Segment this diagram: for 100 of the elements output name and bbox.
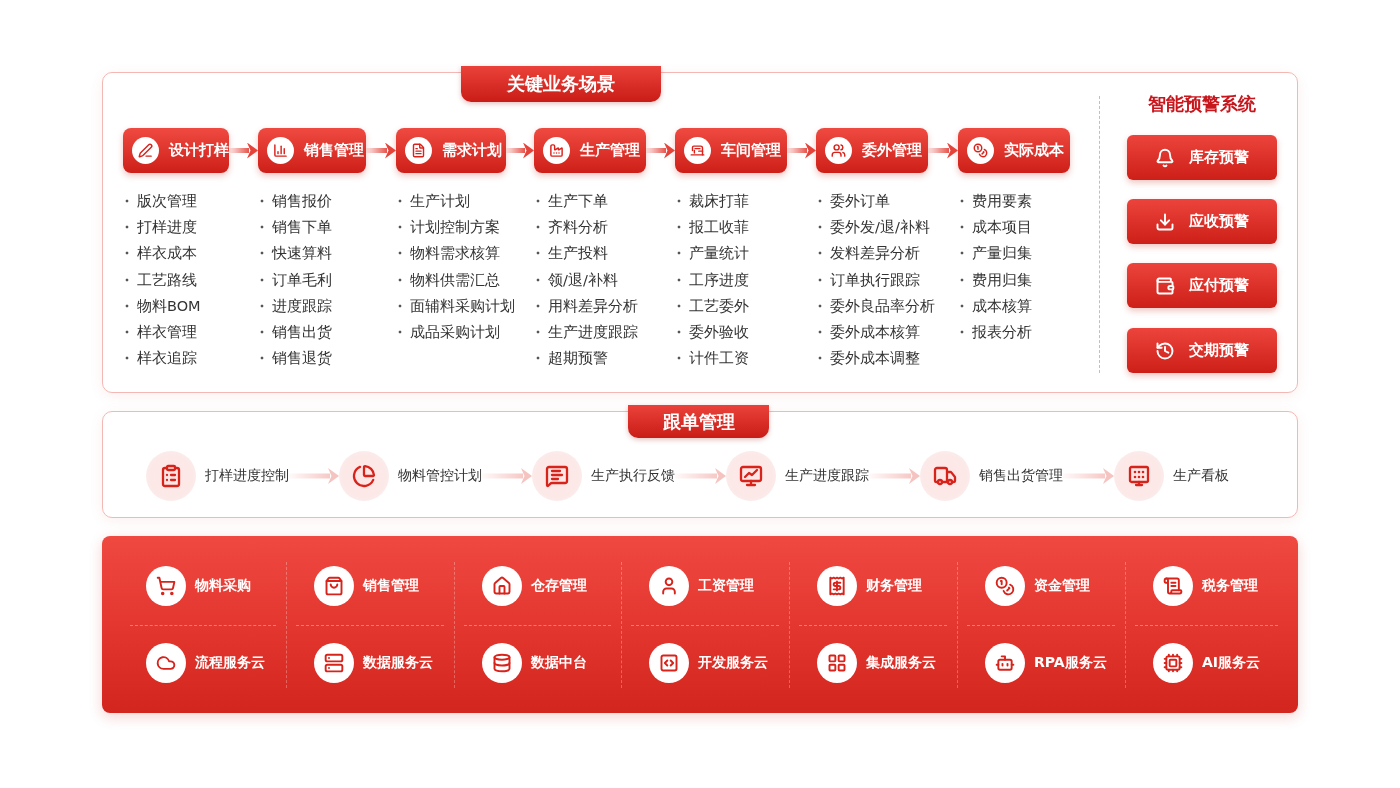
module-title: 销售管理 (304, 141, 364, 160)
list-item: 物料供需汇总 (398, 270, 500, 290)
list-item: 产量归集 (960, 243, 1032, 263)
item-label: 工资管理 (698, 577, 754, 595)
list-item: 样衣管理 (125, 322, 197, 342)
item-label: 生产看板 (1173, 467, 1229, 485)
item-label: 销售出货管理 (979, 467, 1063, 485)
module-title: 车间管理 (721, 141, 781, 160)
item-label: 数据中台 (531, 654, 587, 672)
list-item: 领/退/补料 (536, 270, 618, 290)
list-item: 进度跟踪 (260, 296, 332, 316)
module-title: 需求计划 (442, 141, 502, 160)
list-item: 产量统计 (677, 243, 749, 263)
list-item: 委外良品率分析 (818, 296, 935, 316)
list-item: 用料差异分析 (536, 296, 638, 316)
list-item: 生产进度跟踪 (536, 322, 638, 342)
list-item: 费用归集 (960, 270, 1032, 290)
list-item: 物料需求核算 (398, 243, 500, 263)
item-label: 物料采购 (195, 577, 251, 595)
list-item: 费用要素 (960, 191, 1032, 211)
section-heading: 智能预警系统 (1147, 93, 1257, 115)
arrow (675, 468, 726, 484)
item-label: 物料管控计划 (398, 467, 482, 485)
list-item: 工艺路线 (125, 270, 197, 290)
item-label: AI服务云 (1202, 654, 1261, 672)
item-label: 开发服务云 (698, 654, 768, 672)
list-item: 版次管理 (125, 191, 197, 211)
item-label: RPA服务云 (1034, 654, 1107, 672)
list-item: 销售下单 (260, 217, 332, 237)
list-item: 齐料分析 (536, 217, 608, 237)
list-item: 委外成本核算 (818, 322, 920, 342)
module-title: 实际成本 (1004, 141, 1064, 160)
list-item: 计件工资 (677, 348, 749, 368)
list-item: 订单执行跟踪 (818, 270, 920, 290)
section-title-tab: 跟单管理 (628, 405, 769, 438)
arrow (229, 142, 258, 159)
list-item: 快速算料 (260, 243, 332, 263)
arrow (482, 468, 532, 484)
arrow (366, 142, 396, 159)
arrow (787, 142, 816, 159)
list-item: 工序进度 (677, 270, 749, 290)
module-title: 生产管理 (580, 141, 640, 160)
list-item: 订单毛利 (260, 270, 332, 290)
item-label: 财务管理 (866, 577, 922, 595)
list-item: 销售退货 (260, 348, 332, 368)
module-header (675, 128, 787, 173)
list-item: 委外验收 (677, 322, 749, 342)
module-panel (102, 536, 1298, 713)
arrow (506, 142, 534, 159)
list-item: 成品采购计划 (398, 322, 500, 342)
module-header (258, 128, 366, 173)
alert-button: 库存预警 (1127, 135, 1277, 180)
item-label: 流程服务云 (195, 654, 265, 672)
item-label: 税务管理 (1202, 577, 1258, 595)
arrow (928, 142, 958, 159)
item-label: 生产进度跟踪 (785, 467, 869, 485)
list-item: 计划控制方案 (398, 217, 500, 237)
list-item: 生产投料 (536, 243, 608, 263)
arrow (869, 468, 920, 484)
list-item: 报表分析 (960, 322, 1032, 342)
list-item: 成本项目 (960, 217, 1032, 237)
list-item: 裁床打菲 (677, 191, 749, 211)
list-item: 样衣成本 (125, 243, 197, 263)
item-label: 仓存管理 (531, 577, 587, 595)
item-label: 资金管理 (1034, 577, 1090, 595)
arrow (289, 468, 339, 484)
item-label: 打样进度控制 (205, 467, 289, 485)
list-item: 委外订单 (818, 191, 890, 211)
module-header (816, 128, 928, 173)
list-item: 工艺委外 (677, 296, 749, 316)
list-item: 销售出货 (260, 322, 332, 342)
list-item: 销售报价 (260, 191, 332, 211)
item-label: 数据服务云 (363, 654, 433, 672)
arrow (1063, 468, 1114, 484)
module-header (958, 128, 1070, 173)
alert-button: 应收预警 (1127, 199, 1277, 244)
list-item: 委外成本调整 (818, 348, 920, 368)
list-item: 发料差异分析 (818, 243, 920, 263)
item-label: 集成服务云 (866, 654, 936, 672)
alert-button: 交期预警 (1127, 328, 1277, 373)
list-item: 物料BOM (125, 296, 201, 316)
list-item: 生产计划 (398, 191, 470, 211)
alert-button: 应付预警 (1127, 263, 1277, 308)
list-item: 打样进度 (125, 217, 197, 237)
arrow (646, 142, 675, 159)
list-item: 超期预警 (536, 348, 608, 368)
item-label: 销售管理 (363, 577, 419, 595)
module-title: 设计打样 (169, 141, 229, 160)
module-header (123, 128, 229, 173)
module-header (534, 128, 646, 173)
list-item: 面辅料采购计划 (398, 296, 515, 316)
list-item: 报工收菲 (677, 217, 749, 237)
list-item: 成本核算 (960, 296, 1032, 316)
list-item: 委外发/退/补料 (818, 217, 930, 237)
list-item: 生产下单 (536, 191, 608, 211)
module-title: 委外管理 (862, 141, 922, 160)
module-header (396, 128, 506, 173)
item-label: 生产执行反馈 (591, 467, 675, 485)
section-title-tab: 关键业务场景 (461, 66, 661, 102)
list-item: 样衣追踪 (125, 348, 197, 368)
